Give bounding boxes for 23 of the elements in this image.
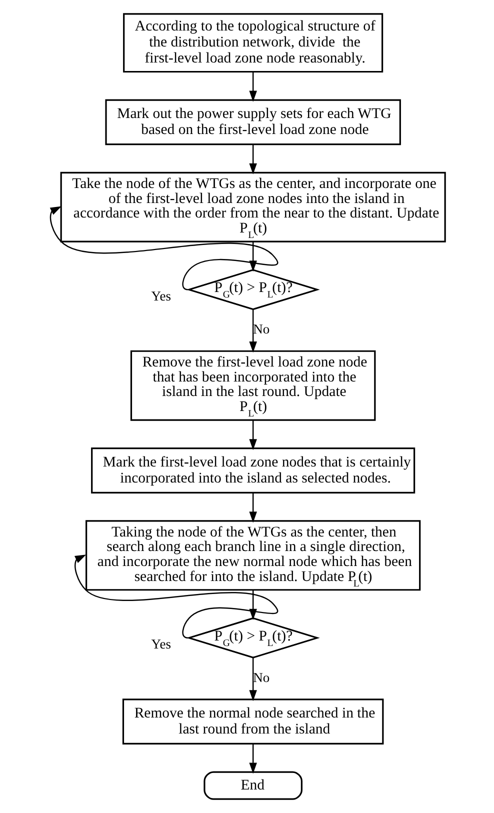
arrow [248, 144, 256, 174]
edge-label: Yes [150, 636, 170, 652]
arrow [248, 744, 256, 774]
edge-label: Yes [150, 288, 170, 304]
arrow [248, 420, 256, 450]
arrow [248, 72, 256, 102]
node-box: Taking the node of the WTGs as the center, then search along each branch line in a single direction, and incorporate the new normal node which has been searched for into the island. Update P$_{L}$(t) [85, 520, 420, 591]
node-box: According to the topological structure of the distribution network, divide the first-level load zone node reasonably. [122, 13, 383, 73]
node-box: Mark the first-level load zone nodes that is certainly incorporated into the island as selected nodes. [90, 448, 415, 494]
arrow [248, 492, 256, 523]
node-box: End [203, 771, 302, 800]
node-box: Mark out the power supply sets for each WTG based on the first-level load zone node [104, 99, 400, 146]
arrow [74, 554, 278, 638]
arrow [49, 206, 278, 290]
node-diamond: P$_{G}$(t) > P$_{L}$(t)? [186, 269, 320, 310]
node-box: Remove the normal node searched in the last round from the island [122, 698, 384, 745]
edge-label: No [252, 322, 270, 337]
arrow [248, 309, 256, 353]
node-box: Remove the first-level load zone node that has been incorporated into the island in the last round. Update P$_{L}$(t) [130, 350, 376, 421]
edge-label: No [252, 670, 270, 685]
node-box: Take the node of the WTGs as the center, and incorporate one of the first-level load zone nodes into the island in accordance with the order from the near to the distant. Update P$_{L}$(t) [60, 172, 446, 242]
arrow [248, 658, 256, 702]
node-diamond: P$_{G}$(t) > P$_{L}$(t)? [186, 617, 320, 658]
